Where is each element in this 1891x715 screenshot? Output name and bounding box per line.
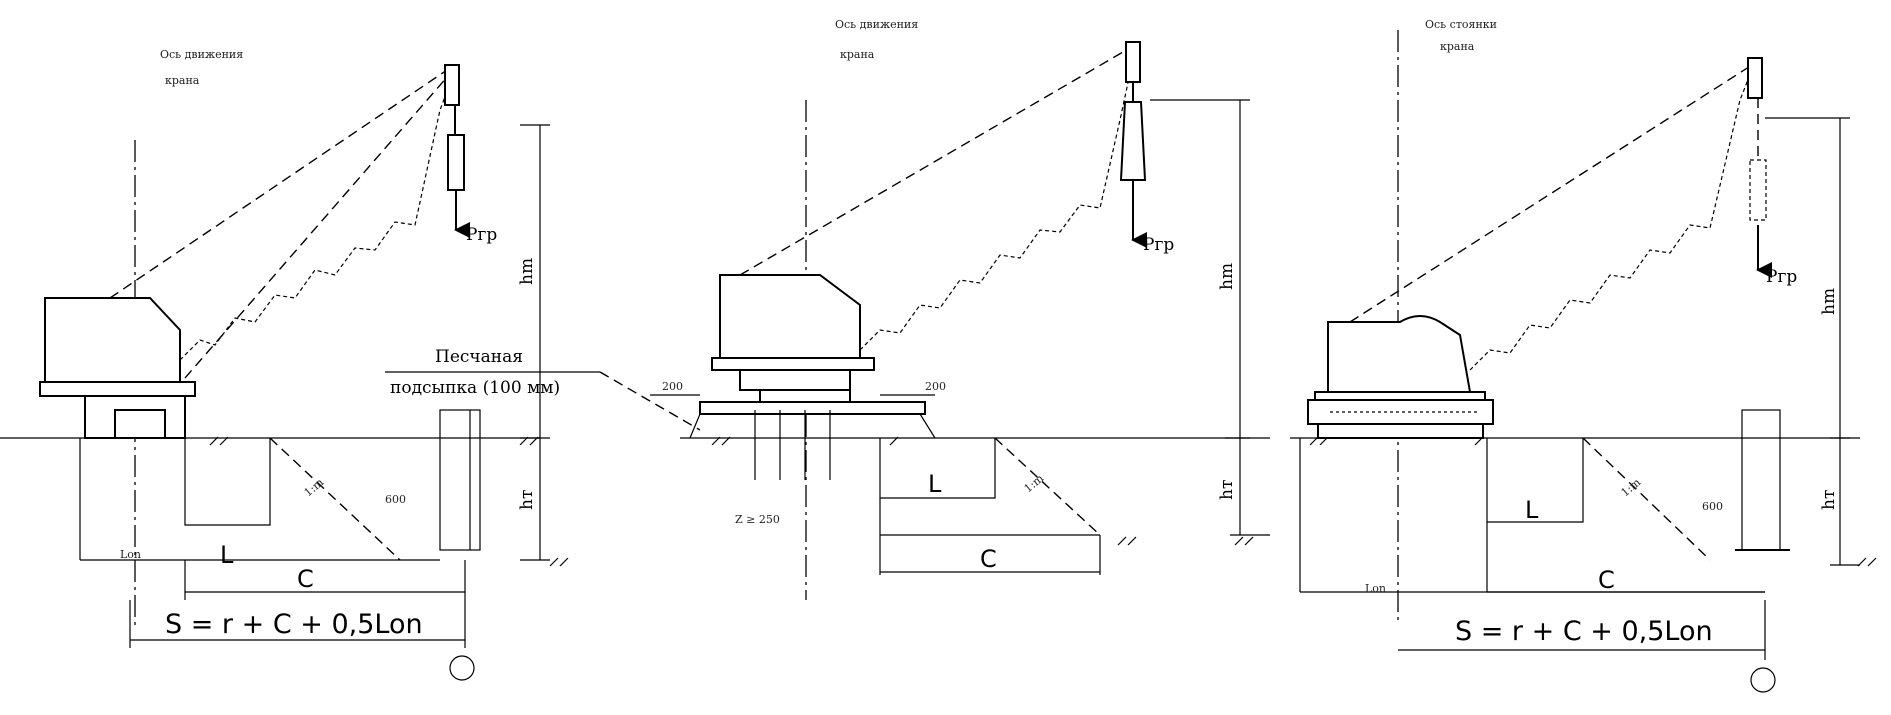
ht-label: hт [517,490,537,510]
formula-S: S = r + C + 0,5Lon [165,609,423,640]
dim-600: 600 [1702,500,1723,513]
panel-3: Ось стоянки крана Pгр hm hт [1290,18,1877,693]
dim-lon: Lon [120,548,141,561]
trench-outline [79,409,481,561]
crane-boom [1349,57,1763,371]
panel-1: Ось движения крана Pгр hm hт [0,48,569,681]
ground-hatch [1309,436,1877,567]
formula-S: S = r + C + 0,5Lon [1455,616,1713,647]
slope-label: 1:m [1022,471,1047,495]
sand-label-line2: подсыпка (100 мм) [390,378,560,398]
axis-label-line2: крана [840,48,875,61]
axis-label-line1: Ось движения [835,18,918,31]
crane-body [1307,315,1494,439]
dim-200-left: 200 [662,380,683,393]
sand-label-line1: Песчаная [435,347,523,367]
axis-label-line1: Ось движения [160,48,243,61]
axis-label-line1: Ось стоянки [1425,18,1497,31]
dim-lon: Lon [1365,582,1386,595]
dim-z: Z ≥ 250 [735,513,780,526]
dim-200-right: 200 [925,380,946,393]
crane-boom [109,64,460,379]
ht-label: hт [1819,490,1839,510]
dim-L: L [928,470,942,498]
dim-C: C [297,565,314,593]
slope-label: 1:m [302,475,327,499]
axis-label-line2: крана [165,74,200,87]
dim-L: L [1525,496,1539,524]
sleepers [754,410,831,480]
hook-load [447,105,470,238]
hook-load [1749,98,1772,278]
axis-label-line2: крана [1440,40,1475,53]
load-label: Pгр [1766,267,1797,287]
dim-C: C [1598,566,1615,594]
ground-hatch [209,436,569,567]
hook-load [1119,82,1147,248]
panel-2: Ось движения крана Pгр hm hт Песчаная [385,18,1270,600]
dim-600: 600 [385,493,406,506]
hm-label: hm [1819,288,1839,315]
ground-hatch [711,436,1254,546]
slope-label: 1:m [1619,475,1644,499]
load-label: Pгр [466,225,497,245]
trench-outline [879,437,1101,575]
crane-body [699,274,926,415]
ht-label: hт [1217,480,1237,500]
reference-circle [1750,667,1776,693]
dim-C: C [980,545,997,573]
load-label: Pгр [1143,235,1174,255]
hm-label: hm [1217,263,1237,290]
hm-label: hm [517,258,537,285]
crane-body [39,297,196,439]
reference-circle [449,655,475,681]
dim-L: L [220,541,234,569]
